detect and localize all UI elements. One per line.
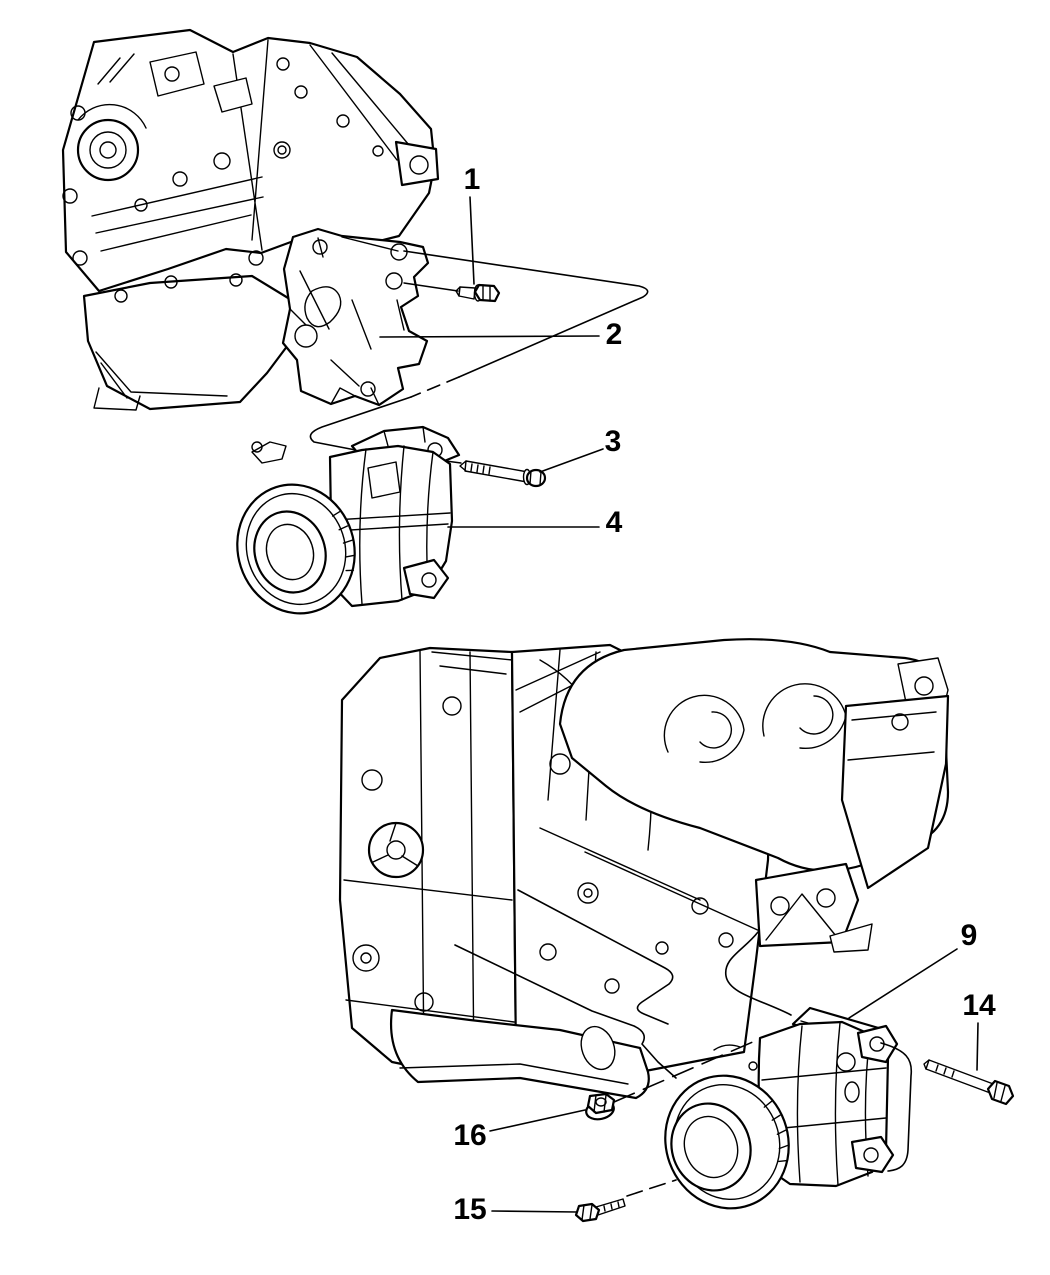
leader-line-1 [469,196,475,285]
callout-label-16: 16 [453,1119,487,1152]
bolt-3-art [459,460,547,488]
callout-label-3: 3 [604,425,622,458]
leader-line-16 [489,1109,586,1132]
phantom-lines-lower-rear [454,889,677,1079]
callout-label-14: 14 [962,989,996,1022]
callout-label-2: 2 [605,318,623,351]
leader-line-2 [379,335,600,338]
leader-line-14 [976,1022,979,1071]
phantom-lines-lower-front [613,931,913,1197]
leader-line-9 [848,948,958,1019]
compressor-mount-bracket-art [281,227,430,407]
callout-label-9: 9 [960,919,978,952]
callout-label-15: 15 [453,1193,487,1226]
bolt-1-art [455,283,501,303]
nut-16-art [585,1092,616,1121]
upper-engine-block-art [61,28,440,411]
upper-compressor-art [236,425,461,615]
lower-engine-block-art [338,638,950,1100]
bolt-14-art [923,1059,1015,1106]
leader-line-15 [491,1210,578,1213]
leader-line-3 [539,448,604,473]
callout-label-1: 1 [463,163,481,196]
lower-compressor-art [664,1006,899,1210]
callout-leader-lines [379,196,979,1213]
bolt-15-art [574,1198,626,1223]
callout-label-4: 4 [605,506,623,539]
